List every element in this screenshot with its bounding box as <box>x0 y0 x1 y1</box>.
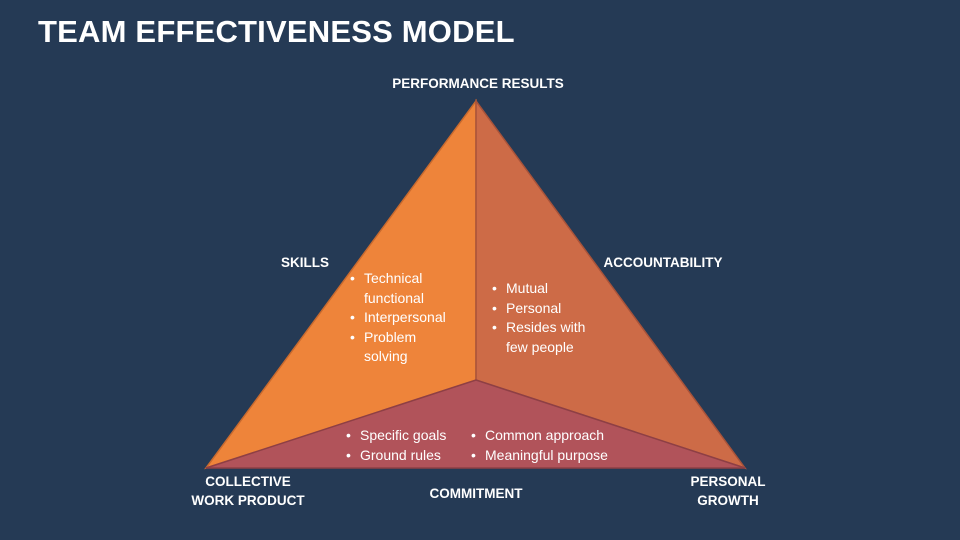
personal-growth-line-1: PERSONAL <box>690 474 766 489</box>
skills-label: SKILLS <box>280 255 329 270</box>
accountability-list: Mutual Personal Resides with few people <box>492 279 596 357</box>
list-item: Resides with few people <box>492 318 596 357</box>
list-item: Problem solving <box>350 328 462 367</box>
performance-results-label: PERFORMANCE RESULTS <box>392 76 564 91</box>
list-item: Meaningful purpose <box>471 446 631 466</box>
personal-growth-line-2: GROWTH <box>697 493 759 508</box>
commitment-label: COMMITMENT <box>429 486 523 501</box>
list-item: Personal <box>492 299 596 319</box>
page-title: TEAM EFFECTIVENESS MODEL <box>38 14 515 49</box>
list-item: Ground rules <box>346 446 464 466</box>
collective-work-product-line-2: WORK PRODUCT <box>191 493 305 508</box>
list-item: Common approach <box>471 426 631 446</box>
personal-growth-label: PERSONAL GROWTH <box>676 472 780 510</box>
skills-list: Technical functional Interpersonal Probl… <box>350 269 462 367</box>
collective-work-product-label: COLLECTIVE WORK PRODUCT <box>178 472 318 510</box>
list-item: Technical functional <box>350 269 462 308</box>
list-item: Mutual <box>492 279 596 299</box>
list-item: Interpersonal <box>350 308 462 328</box>
collective-work-product-line-1: COLLECTIVE <box>205 474 291 489</box>
list-item: Specific goals <box>346 426 464 446</box>
commitment-right-list: Common approach Meaningful purpose <box>471 426 631 465</box>
accountability-label: ACCOUNTABILITY <box>603 255 723 270</box>
commitment-left-list: Specific goals Ground rules <box>346 426 464 465</box>
